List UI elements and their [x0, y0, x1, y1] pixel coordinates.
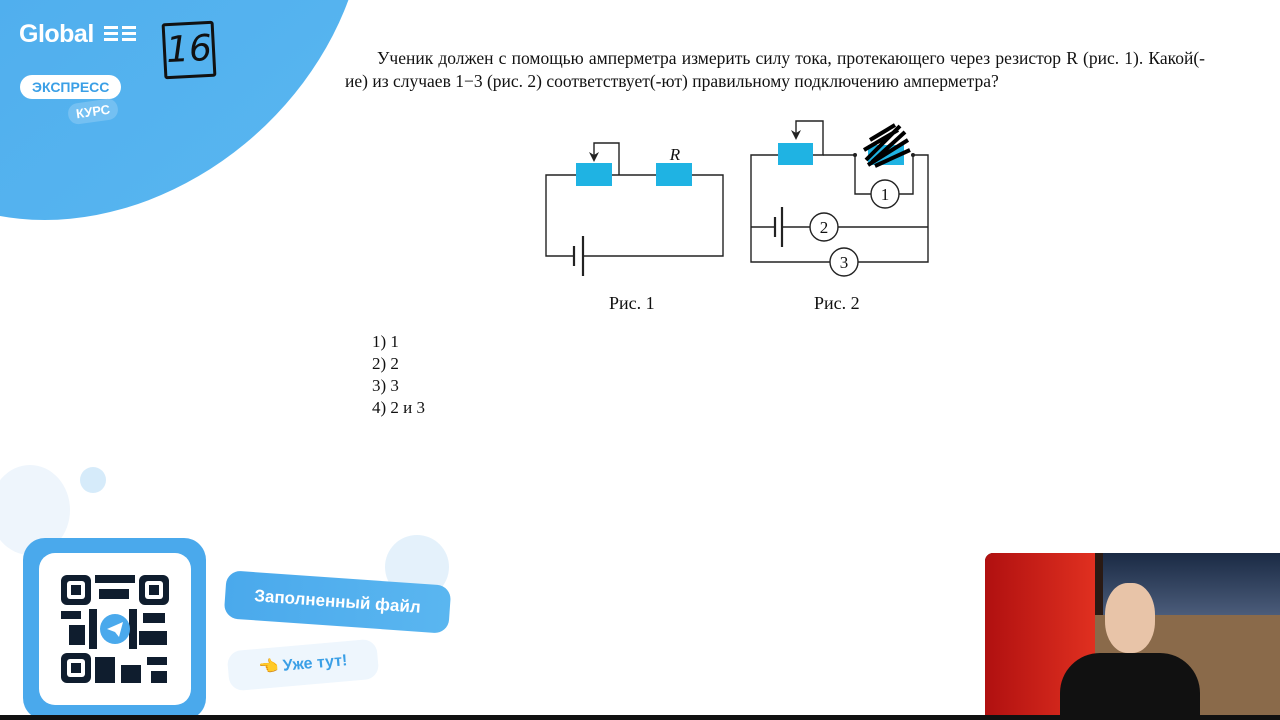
rheostat-fig2 [778, 143, 813, 165]
fig1-caption: Рис. 1 [609, 293, 655, 313]
qr-code-card[interactable] [23, 538, 206, 720]
resistor-r-fig1 [656, 163, 692, 186]
ammeter-2-label: 2 [820, 218, 829, 237]
decor-bubble [80, 467, 106, 493]
answer-option: 3) 3 [372, 376, 399, 395]
qr-code-icon [61, 575, 169, 683]
answer-option: 2) 2 [372, 354, 399, 373]
answer-options: 1) 1 2) 2 3) 3 4) 2 и 3 [372, 331, 425, 419]
pointing-hand-icon: 👈 [257, 657, 284, 677]
already-here-label: 👈 Уже тут! [226, 638, 380, 692]
logo-bars-icon [104, 26, 137, 42]
bottom-bar [0, 715, 1280, 720]
resistor-label: R [669, 145, 681, 164]
scribble-mark [862, 123, 911, 168]
circuit-diagrams: R 1 2 3 [545, 120, 929, 277]
question-text: Ученик должен с помощью амперметра измер… [345, 48, 1205, 91]
rheostat-fig1 [576, 163, 612, 186]
express-badge: ЭКСПРЕСС [20, 75, 122, 99]
fig2-caption: Рис. 2 [814, 293, 860, 313]
answer-option: 4) 2 и 3 [372, 398, 426, 417]
ammeter-1-label: 1 [881, 185, 890, 204]
ammeter-3-label: 3 [840, 253, 849, 272]
global-logo: Global [19, 20, 138, 49]
answer-option: 1) 1 [372, 332, 399, 351]
webcam-overlay [985, 553, 1280, 720]
